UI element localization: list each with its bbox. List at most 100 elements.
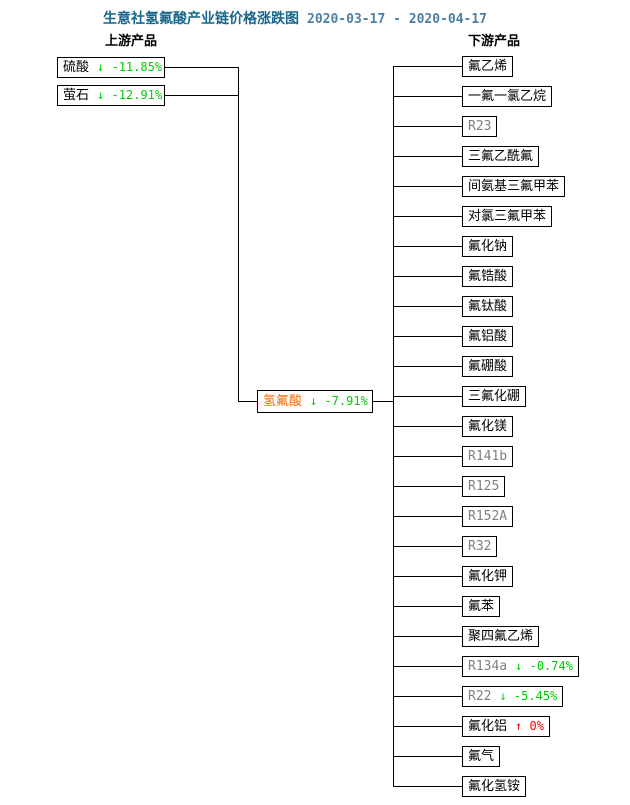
- node-label: 萤石: [63, 87, 90, 103]
- connector-line: [393, 275, 462, 277]
- node-label: 氟锆酸: [468, 268, 508, 284]
- node-label: R23: [468, 118, 492, 134]
- node-box: R22 ↓ -5.45%: [462, 685, 564, 707]
- node-label: 硫酸: [63, 59, 90, 75]
- downstream-row: 三氟乙酰氟: [393, 145, 540, 167]
- downstream-row: 氟苯: [393, 595, 501, 617]
- connector-line: [393, 425, 462, 427]
- upstream-header: 上游产品: [105, 34, 158, 49]
- downstream-row: R125: [393, 475, 506, 497]
- node-box: 氟钛酸: [462, 295, 514, 317]
- node-box: R141b: [462, 445, 514, 467]
- downstream-row: R141b: [393, 445, 514, 467]
- connector-line: [393, 65, 462, 67]
- downstream-row: 氟锆酸: [393, 265, 514, 287]
- node-box: 氟化钠: [462, 235, 514, 257]
- downstream-row: 氟化钠: [393, 235, 514, 257]
- node-box: 间氨基三氟甲苯: [462, 175, 566, 197]
- connector-line: [393, 575, 462, 577]
- node-box: 氟硼酸: [462, 355, 514, 377]
- downstream-row: 氟铝酸: [393, 325, 514, 347]
- node-box: 聚四氟乙烯: [462, 625, 540, 647]
- connector-line: [393, 665, 462, 667]
- downstream-row: R134a ↓ -0.74%: [393, 655, 579, 677]
- node-label: 氟铝酸: [468, 328, 508, 344]
- node-change: ↑ 0%: [515, 718, 544, 733]
- node-label: 氟苯: [468, 598, 495, 614]
- node-label: 氟气: [468, 748, 495, 764]
- connector-line: [393, 755, 462, 757]
- downstream-row: R32: [393, 535, 498, 557]
- node-label: 对氯三氟甲苯: [468, 208, 547, 224]
- downstream-row: 一氟一氯乙烷: [393, 85, 553, 107]
- connector-line: [393, 485, 462, 487]
- node-label: 氟化铝: [468, 718, 508, 734]
- connector-line: [393, 215, 462, 217]
- node-change: ↓ -7.91%: [310, 394, 368, 408]
- upstream-row: 萤石 ↓ -12.91%: [57, 84, 238, 106]
- node-label: 间氨基三氟甲苯: [468, 178, 560, 194]
- downstream-row: 氟化镁: [393, 415, 514, 437]
- node-label: R22: [468, 688, 492, 704]
- downstream-row: R22 ↓ -5.45%: [393, 685, 564, 707]
- node-label: R141b: [468, 448, 508, 464]
- node-box: 氟锆酸: [462, 265, 514, 287]
- node-label: 氟化氢铵: [468, 778, 521, 794]
- connector-line: [165, 94, 238, 96]
- connector-line: [393, 635, 462, 637]
- connector-line: [393, 245, 462, 247]
- downstream-row: 聚四氟乙烯: [393, 625, 540, 647]
- connector-line: [393, 155, 462, 157]
- node-box: R23: [462, 115, 498, 137]
- node-label: 氟钛酸: [468, 298, 508, 314]
- node-box: 三氟化硼: [462, 385, 527, 407]
- node-box: 氟苯: [462, 595, 501, 617]
- node-change: ↓ -11.85%: [97, 59, 163, 74]
- connector-line: [393, 95, 462, 97]
- downstream-row: 氟化钾: [393, 565, 514, 587]
- connector-line: [393, 455, 462, 457]
- downstream-row: 对氯三氟甲苯: [393, 205, 553, 227]
- node-label: 氢氟酸: [263, 394, 303, 409]
- connector-line: [393, 605, 462, 607]
- node-label: 氟化钾: [468, 568, 508, 584]
- node-box: 氟铝酸: [462, 325, 514, 347]
- node-change: ↓ -5.45%: [499, 688, 558, 703]
- downstream-row: 氟乙烯: [393, 55, 514, 77]
- node-change: ↓ -0.74%: [515, 658, 573, 673]
- node-label: 一氟一氯乙烷: [468, 88, 547, 104]
- downstream-trunk-line: [393, 66, 394, 787]
- connector-line: [393, 185, 462, 187]
- node-box: 氟化氢铵: [462, 775, 527, 797]
- node-label: 聚四氟乙烯: [468, 628, 534, 644]
- node-box: 氟化镁: [462, 415, 514, 437]
- node-box-sulfuric-acid: 硫酸 ↓ -11.85%: [57, 56, 165, 78]
- connector-line: [393, 305, 462, 307]
- upstream-trunk-line: [238, 67, 239, 401]
- downstream-row: 氟钛酸: [393, 295, 514, 317]
- node-label: R32: [468, 538, 492, 554]
- node-box: R152A: [462, 505, 514, 527]
- node-label: 氟乙烯: [468, 58, 508, 74]
- downstream-row: 氟硼酸: [393, 355, 514, 377]
- node-box: 一氟一氯乙烷: [462, 85, 553, 107]
- node-box-hydrofluoric-acid: 氢氟酸 ↓ -7.91%: [257, 390, 373, 413]
- node-change: ↓ -12.91%: [97, 87, 163, 102]
- downstream-row: 氟气: [393, 745, 501, 767]
- node-box: 氟乙烯: [462, 55, 514, 77]
- connector-line: [393, 365, 462, 367]
- connector-line: [393, 545, 462, 547]
- node-label: R125: [468, 478, 500, 494]
- downstream-row: R23: [393, 115, 498, 137]
- node-label: R152A: [468, 508, 508, 524]
- connector-line: [393, 785, 462, 787]
- connector-line: [393, 725, 462, 727]
- downstream-row: 间氨基三氟甲苯: [393, 175, 566, 197]
- connector-line: [393, 125, 462, 127]
- node-box: 对氯三氟甲苯: [462, 205, 553, 227]
- downstream-row: 氟化氢铵: [393, 775, 527, 797]
- node-box: R125: [462, 475, 506, 497]
- node-box: R32: [462, 535, 498, 557]
- node-label: 氟化钠: [468, 238, 508, 254]
